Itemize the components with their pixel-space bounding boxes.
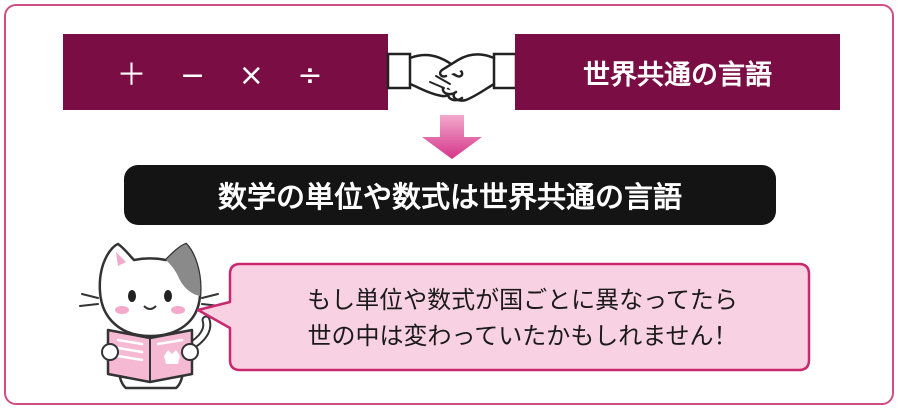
speech-line-1: もし単位や数式が国ごとに異なってたら xyxy=(307,286,738,314)
conclusion-banner: 数学の単位や数式は世界共通の言語 xyxy=(124,165,776,225)
cat-reading-book-icon xyxy=(79,242,221,390)
language-box: 世界共通の言語 xyxy=(515,34,840,110)
speech-bubble xyxy=(196,262,811,372)
speech-line-2: 世の中は変わっていたかもしれません！ xyxy=(307,322,738,350)
arrow-down-icon xyxy=(422,115,482,159)
operations-label: ＋ − × ÷ xyxy=(116,58,335,93)
operations-box: ＋ − × ÷ xyxy=(63,34,388,110)
handshake-icon xyxy=(386,52,518,102)
language-label: 世界共通の言語 xyxy=(583,59,772,91)
speech-text: もし単位や数式が国ごとに異なってたら 世の中は変わっていたかもしれません！ xyxy=(250,282,795,354)
banner-text: 数学の単位や数式は世界共通の言語 xyxy=(217,180,682,214)
